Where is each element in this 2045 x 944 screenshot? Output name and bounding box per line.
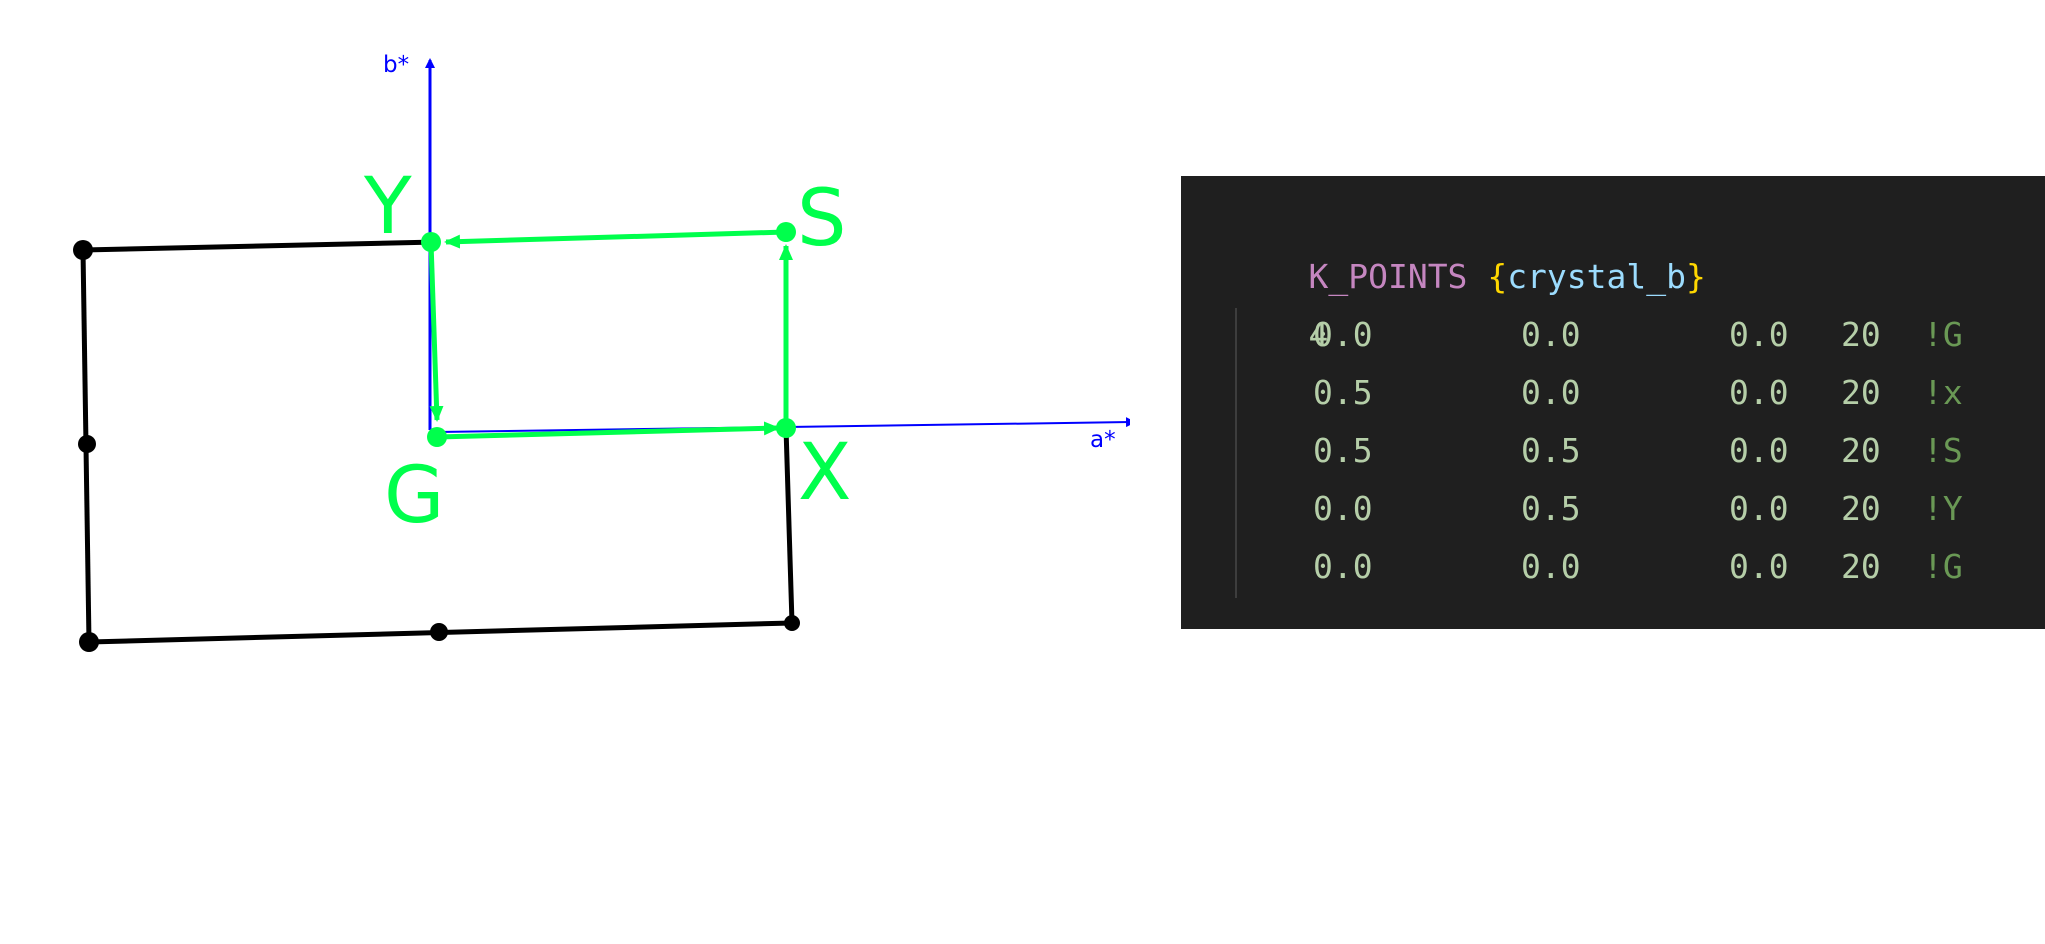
k-points	[421, 222, 796, 447]
point-comment: !Y	[1923, 489, 1963, 528]
ky-value: 0.0	[1521, 373, 1581, 412]
brillouin-zone-diagram: b* a* Y S G X	[73, 52, 1130, 652]
num-points: 20	[1841, 373, 1881, 412]
boundary-vertex	[784, 615, 800, 631]
label-g: G	[384, 451, 444, 541]
kx-value: 0.0	[1313, 489, 1373, 528]
k-point-row: 0.5 0.0 0.0 20 !x	[1229, 364, 1963, 422]
boundary-vertex	[79, 632, 99, 652]
path-segment-y-g	[428, 241, 444, 422]
point-comment: !x	[1923, 373, 1963, 412]
kz-value: 0.0	[1729, 315, 1789, 354]
reciprocal-axes: b* a*	[383, 52, 1130, 453]
boundary-vertex	[73, 240, 93, 260]
kz-value: 0.0	[1729, 489, 1789, 528]
ky-value: 0.0	[1521, 547, 1581, 586]
k-points-count: 4	[1308, 315, 1329, 354]
boundary-top-edge	[82, 239, 438, 253]
ky-value: 0.5	[1521, 431, 1581, 470]
kz-value: 0.0	[1729, 547, 1789, 586]
label-s: S	[797, 174, 847, 264]
kx-value: 0.0	[1313, 315, 1373, 354]
boundary-vertex	[430, 623, 448, 641]
k-point-x	[776, 418, 796, 438]
b-star-axis-label: b*	[383, 52, 409, 78]
k-points-option: crystal_b	[1507, 257, 1686, 296]
kz-value: 0.0	[1729, 431, 1789, 470]
k-point-labels: Y S G X	[363, 162, 851, 541]
k-point-row: 0.0 0.5 0.0 20 !Y	[1229, 480, 1963, 538]
ky-value: 0.5	[1521, 489, 1581, 528]
indent-guide	[1235, 308, 1237, 598]
k-points-count-line: 4	[1229, 248, 1328, 354]
k-points-keyword: K_POINTS	[1308, 257, 1468, 296]
point-comment: !S	[1923, 431, 1963, 470]
k-point-row: 0.5 0.5 0.0 20 !S	[1229, 422, 1963, 480]
path-segment-s-y	[444, 229, 787, 249]
kx-value: 0.5	[1313, 373, 1373, 412]
num-points: 20	[1841, 489, 1881, 528]
label-x: X	[798, 428, 851, 518]
label-y: Y	[363, 162, 412, 252]
point-comment: !G	[1923, 547, 1963, 586]
k-point-y	[421, 232, 441, 252]
boundary-right-edge	[783, 427, 795, 624]
k-path	[428, 229, 793, 440]
k-point-row: 0.0 0.0 0.0 20 !G	[1229, 306, 1963, 364]
point-comment: !G	[1923, 315, 1963, 354]
a-star-axis-label: a*	[1090, 427, 1116, 453]
num-points: 20	[1841, 547, 1881, 586]
brace-open: {	[1487, 257, 1508, 296]
boundary-vertices	[73, 240, 800, 652]
k-point-row: 0.0 0.0 0.0 20 !G	[1229, 538, 1963, 596]
kx-value: 0.5	[1313, 431, 1373, 470]
path-segment-g-x	[436, 421, 780, 440]
kz-value: 0.0	[1729, 373, 1789, 412]
k-point-g	[427, 427, 447, 447]
brace-close: }	[1686, 257, 1706, 296]
kx-value: 0.0	[1313, 547, 1373, 586]
k-points-header-line: K_POINTS {crystal_b}	[1229, 190, 1705, 296]
ky-value: 0.0	[1521, 315, 1581, 354]
k-point-s	[776, 222, 796, 242]
num-points: 20	[1841, 315, 1881, 354]
boundary-vertex	[78, 435, 96, 453]
num-points: 20	[1841, 431, 1881, 470]
code-editor-snippet: K_POINTS {crystal_b} 4 0.0 0.0 0.0 20 !G…	[1181, 176, 2045, 629]
